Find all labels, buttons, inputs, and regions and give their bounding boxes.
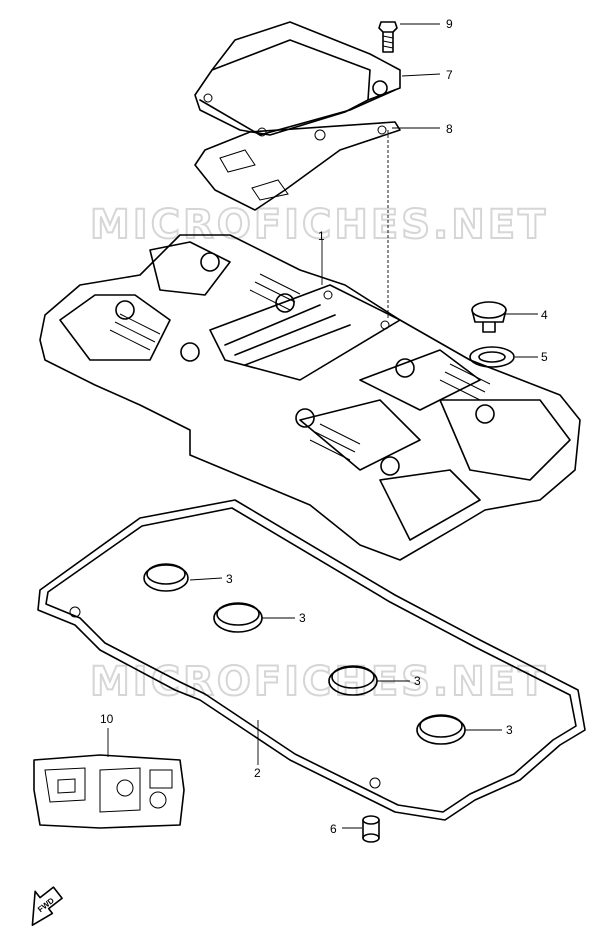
callout-8: 8 — [446, 122, 453, 136]
head-cover-gasket-part-2 — [37, 499, 586, 821]
dowel-part-6 — [362, 815, 380, 843]
callout-4: 4 — [541, 308, 548, 322]
watermark-top: MICROFICHES.NET — [90, 202, 548, 248]
callout-6: 6 — [330, 822, 337, 836]
callout-3d: 3 — [506, 723, 513, 737]
fwd-arrow-icon: FWD — [31, 886, 63, 926]
breather-cover-part-7 — [194, 21, 401, 137]
callout-3b: 3 — [299, 611, 306, 625]
cap-bolt-part-4 — [471, 301, 507, 333]
callout-9: 9 — [446, 17, 453, 31]
callout-5: 5 — [541, 350, 548, 364]
callout-3c: 3 — [414, 674, 421, 688]
fwd-label: FWD — [36, 896, 56, 914]
seal-ring-part-3a — [143, 563, 189, 592]
seal-ring-part-3d — [416, 714, 466, 745]
leader-lines — [107, 23, 538, 829]
watermark-bottom: MICROFICHES.NET — [90, 659, 548, 705]
washer-part-5 — [469, 346, 515, 368]
bolt-part-9 — [378, 21, 398, 53]
callout-2: 2 — [254, 766, 261, 780]
gasket-part-8 — [194, 121, 401, 211]
callout-10: 10 — [100, 712, 114, 726]
gasket-set-part-10 — [33, 754, 185, 829]
callout-1: 1 — [318, 229, 325, 243]
callout-7: 7 — [446, 68, 453, 82]
seal-ring-part-3b — [213, 602, 263, 633]
callout-3a: 3 — [226, 572, 233, 586]
cylinder-head-cover-part-1 — [39, 234, 581, 561]
